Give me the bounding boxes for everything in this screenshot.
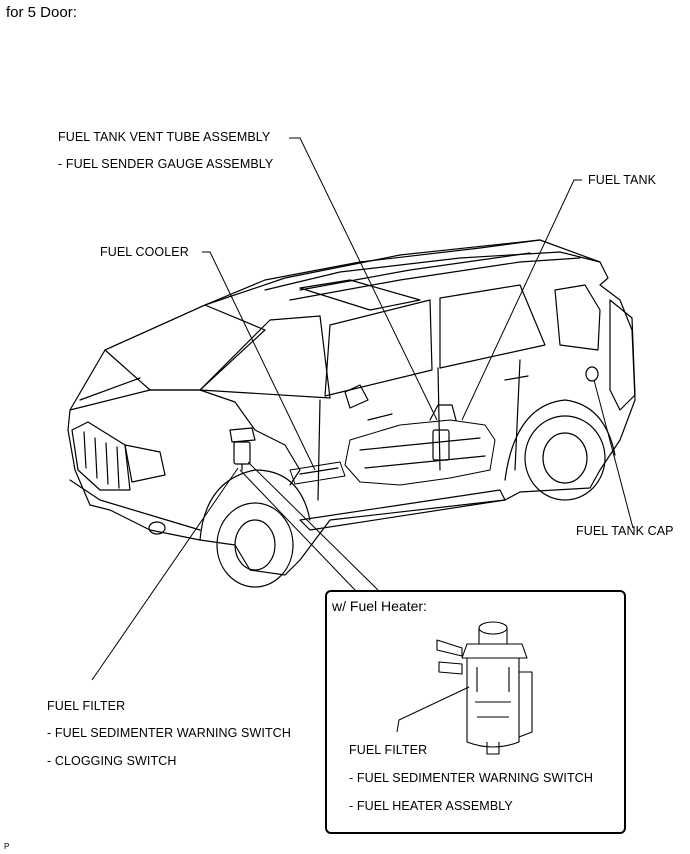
leader-fuel-cooler — [202, 251, 316, 471]
label-fuel-tank-cap: FUEL TANK CAP — [576, 524, 674, 538]
label-clogging-switch: - CLOGGING SWITCH — [47, 754, 177, 768]
inset-label-heater-assembly: - FUEL HEATER ASSEMBLY — [349, 799, 513, 813]
leader-fuel-tank — [461, 179, 582, 421]
fuel-heater-inset: w/ Fuel Heater: FUEL FILTER - FUEL SEDIM… — [325, 590, 626, 834]
fuel-filter-heater-illustration — [396, 621, 533, 755]
leader-vent-tube — [289, 137, 438, 421]
label-vent-tube: FUEL TANK VENT TUBE ASSEMBLY — [58, 130, 271, 144]
label-fuel-cooler: FUEL COOLER — [100, 245, 189, 259]
leader-fuel-tank-cap — [593, 379, 634, 529]
figure-code: P — [4, 842, 10, 851]
inset-label-sedimenter-switch: - FUEL SEDIMENTER WARNING SWITCH — [349, 771, 593, 785]
callout-wedge — [239, 461, 379, 591]
label-fuel-tank: FUEL TANK — [588, 173, 657, 187]
label-fuel-filter: FUEL FILTER — [47, 699, 126, 713]
label-sender-gauge: - FUEL SENDER GAUGE ASSEMBLY — [58, 157, 274, 171]
page-heading: for 5 Door: — [6, 4, 77, 21]
leader-fuel-filter — [91, 467, 239, 681]
inset-title: w/ Fuel Heater: — [332, 598, 427, 614]
inset-label-fuel-filter: FUEL FILTER — [349, 743, 428, 757]
vehicle-body-outline — [67, 239, 636, 576]
label-sedimenter-switch: - FUEL SEDIMENTER WARNING SWITCH — [47, 726, 291, 740]
